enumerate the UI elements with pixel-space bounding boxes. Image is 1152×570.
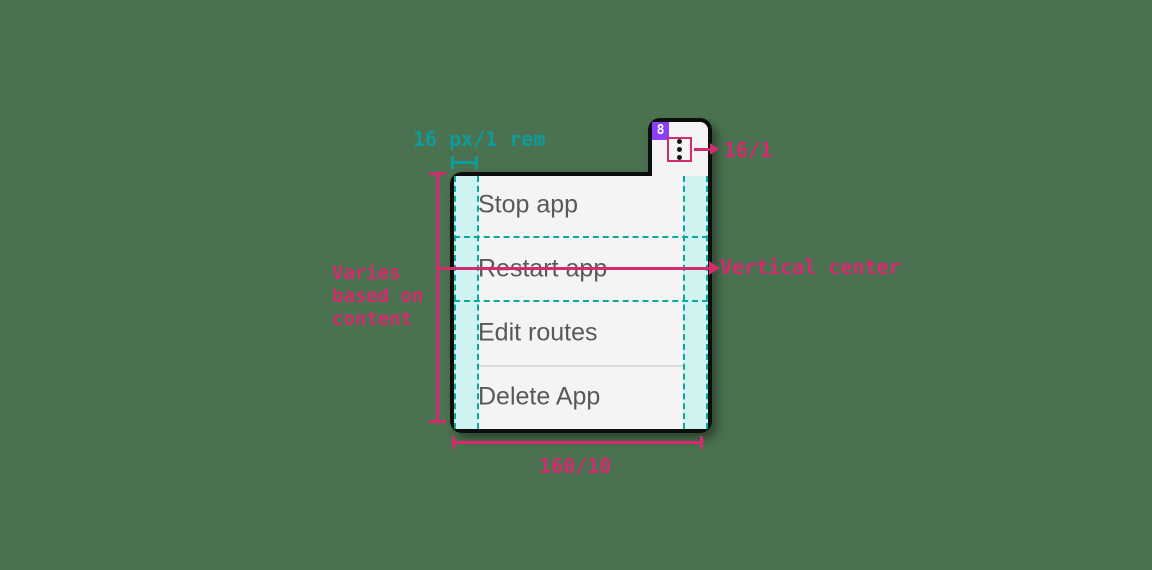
height-measure-cap-top	[429, 172, 446, 175]
kebab-icon	[677, 155, 682, 160]
item-boundary-guide-top	[454, 236, 708, 238]
overflow-menu-button[interactable]: 8	[648, 118, 712, 176]
padding-size-label: 16 px/1 rem	[413, 127, 546, 151]
icon-size-label: 16/1	[724, 138, 773, 162]
height-measure-cap-bottom	[429, 420, 446, 423]
menu-item-edit-routes[interactable]: Edit routes	[478, 318, 598, 347]
menu-width-label: 160/10	[539, 454, 612, 478]
right-arrowhead-icon	[709, 261, 720, 275]
menu-divider	[454, 365, 708, 367]
padding-guide-right	[683, 176, 708, 429]
width-measure-bracket	[452, 436, 703, 449]
menu-item-delete-app[interactable]: Delete App	[478, 382, 601, 411]
overflow-menu-panel: Stop app Restart app Edit routes Delete …	[450, 172, 712, 433]
vertical-center-line	[438, 267, 710, 270]
menu-item-stop-app[interactable]: Stop app	[478, 190, 579, 219]
padding-measure-bracket	[451, 156, 478, 169]
annotation-badge: 8	[652, 122, 669, 140]
item-boundary-guide-bottom	[454, 300, 708, 302]
height-note-line1: Varies	[332, 262, 401, 284]
vertical-center-label: Vertical center	[720, 255, 901, 279]
padding-guide-left	[454, 176, 479, 429]
kebab-icon	[677, 139, 682, 144]
icon-bounds-box	[667, 137, 692, 162]
height-note-line3: content	[332, 308, 413, 330]
height-note-line2: based on	[332, 285, 424, 307]
height-note: Varies based on content	[332, 262, 424, 331]
icon-size-arrow-line	[694, 148, 711, 151]
height-measure-line	[429, 172, 446, 423]
padding-measure-bracket-line	[454, 161, 475, 164]
kebab-icon	[677, 147, 682, 152]
right-arrowhead-icon	[710, 143, 719, 155]
width-measure-line	[455, 441, 700, 444]
